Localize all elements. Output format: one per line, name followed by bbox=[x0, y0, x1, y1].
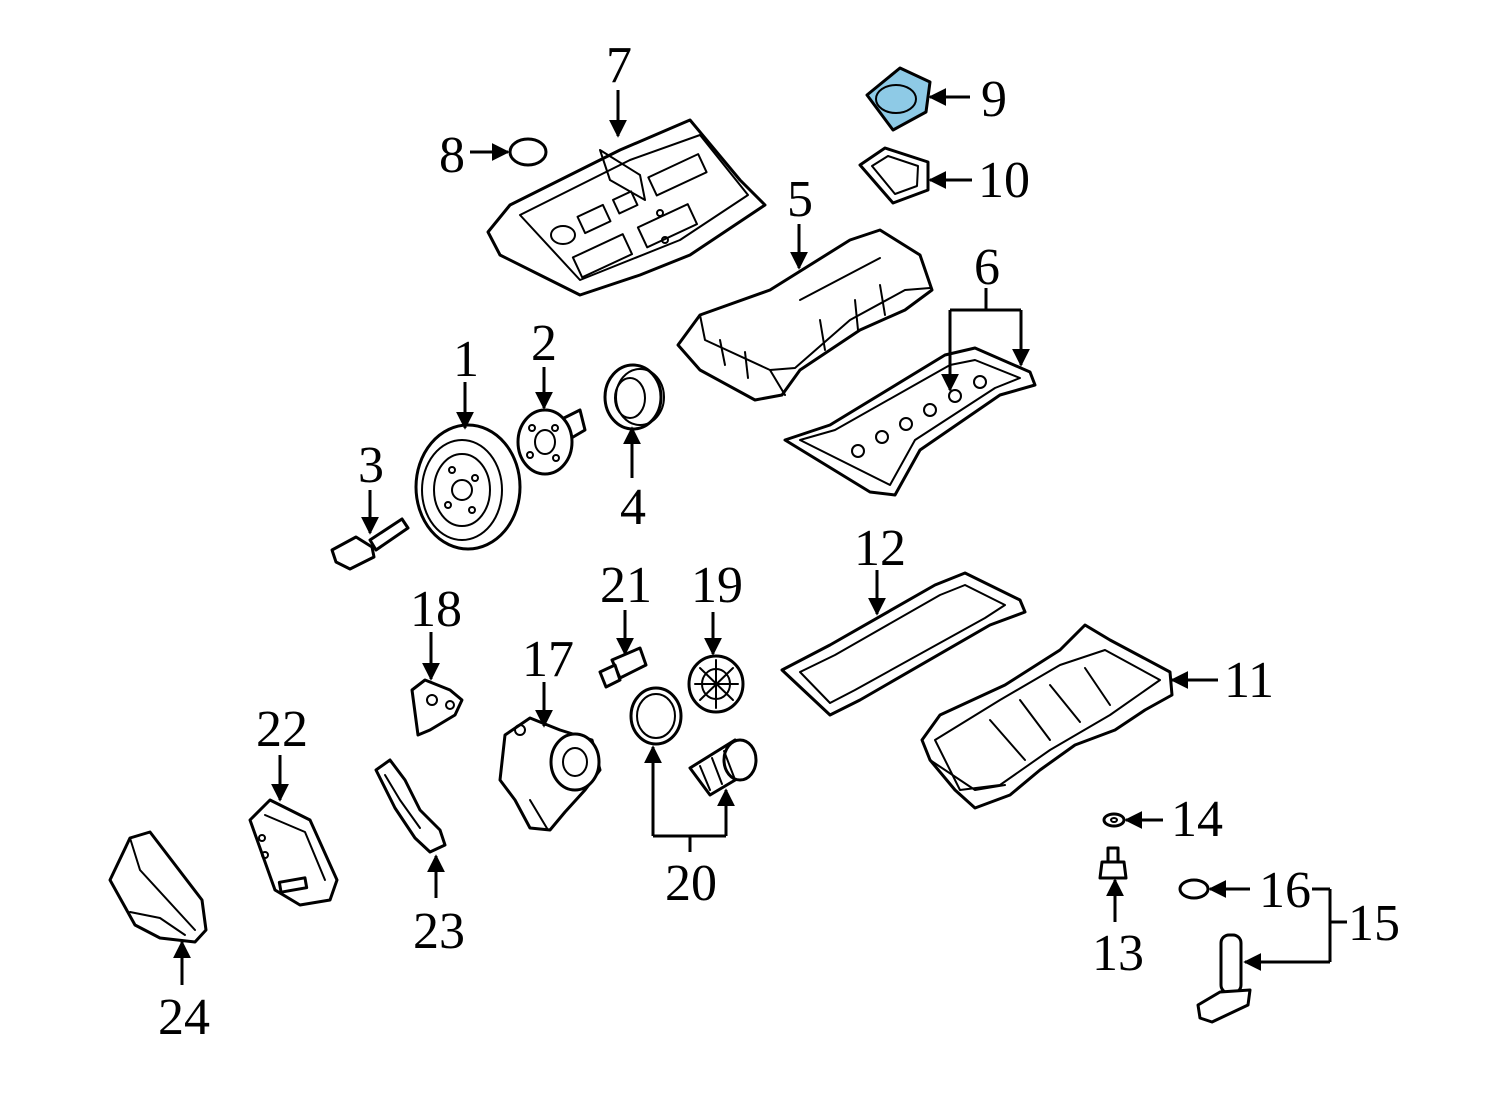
oil-cooler-part bbox=[248, 798, 339, 907]
callout-2[interactable]: 2 bbox=[531, 315, 557, 372]
filter-o-ring-part bbox=[629, 686, 683, 746]
callout-13[interactable]: 13 bbox=[1092, 925, 1144, 982]
callout-18[interactable]: 18 bbox=[410, 581, 462, 638]
sensor-part bbox=[598, 646, 648, 689]
engine-cover-part bbox=[486, 118, 767, 297]
callout-24[interactable]: 24 bbox=[158, 989, 210, 1046]
filter-element-part bbox=[688, 738, 758, 797]
o-ring-part bbox=[508, 137, 548, 167]
callout-20[interactable]: 20 bbox=[665, 855, 717, 912]
highlighted-gasket-part[interactable] bbox=[865, 66, 932, 132]
filter-cap-part bbox=[687, 654, 745, 714]
callout-21[interactable]: 21 bbox=[600, 557, 652, 614]
bolt-part bbox=[330, 517, 410, 571]
level-sensor-part bbox=[1196, 933, 1252, 1024]
callout-19[interactable]: 19 bbox=[691, 557, 743, 614]
callout-labels: 1 2 3 4 5 6 7 8 9 10 11 12 13 14 15 16 1… bbox=[158, 37, 1400, 1046]
callout-5[interactable]: 5 bbox=[787, 171, 813, 228]
callout-14[interactable]: 14 bbox=[1171, 791, 1223, 848]
callout-22[interactable]: 22 bbox=[256, 701, 308, 758]
callout-23[interactable]: 23 bbox=[413, 903, 465, 960]
oil-pan-part bbox=[920, 623, 1174, 810]
callout-17[interactable]: 17 bbox=[522, 631, 574, 688]
callout-3[interactable]: 3 bbox=[358, 437, 384, 494]
callout-1[interactable]: 1 bbox=[453, 331, 479, 388]
bracket-part bbox=[410, 678, 464, 737]
callout-7[interactable]: 7 bbox=[606, 37, 632, 94]
callout-4[interactable]: 4 bbox=[620, 479, 646, 536]
leader-lines bbox=[173, 88, 1347, 985]
oil-filter-housing-part bbox=[498, 716, 602, 832]
callout-16[interactable]: 16 bbox=[1259, 862, 1311, 919]
callout-6[interactable]: 6 bbox=[974, 239, 1000, 296]
callout-15[interactable]: 15 bbox=[1348, 895, 1400, 952]
housing-part bbox=[108, 830, 208, 944]
oil-pump-pickup-part bbox=[374, 758, 447, 854]
pulley-part bbox=[414, 423, 522, 551]
valve-cover-gasket-part bbox=[783, 346, 1037, 497]
callout-8[interactable]: 8 bbox=[439, 127, 465, 184]
drain-plug-part bbox=[1098, 846, 1128, 880]
gasket-part bbox=[858, 146, 930, 205]
hub-part bbox=[516, 408, 587, 476]
callout-11[interactable]: 11 bbox=[1224, 652, 1274, 709]
valve-cover-part bbox=[676, 228, 934, 402]
callout-10[interactable]: 10 bbox=[978, 152, 1030, 209]
callout-12[interactable]: 12 bbox=[854, 520, 906, 577]
washer-part bbox=[1102, 812, 1126, 828]
callout-9[interactable]: 9 bbox=[981, 71, 1007, 128]
seal-part bbox=[603, 363, 665, 431]
dipstick-o-ring-part bbox=[1178, 878, 1210, 900]
